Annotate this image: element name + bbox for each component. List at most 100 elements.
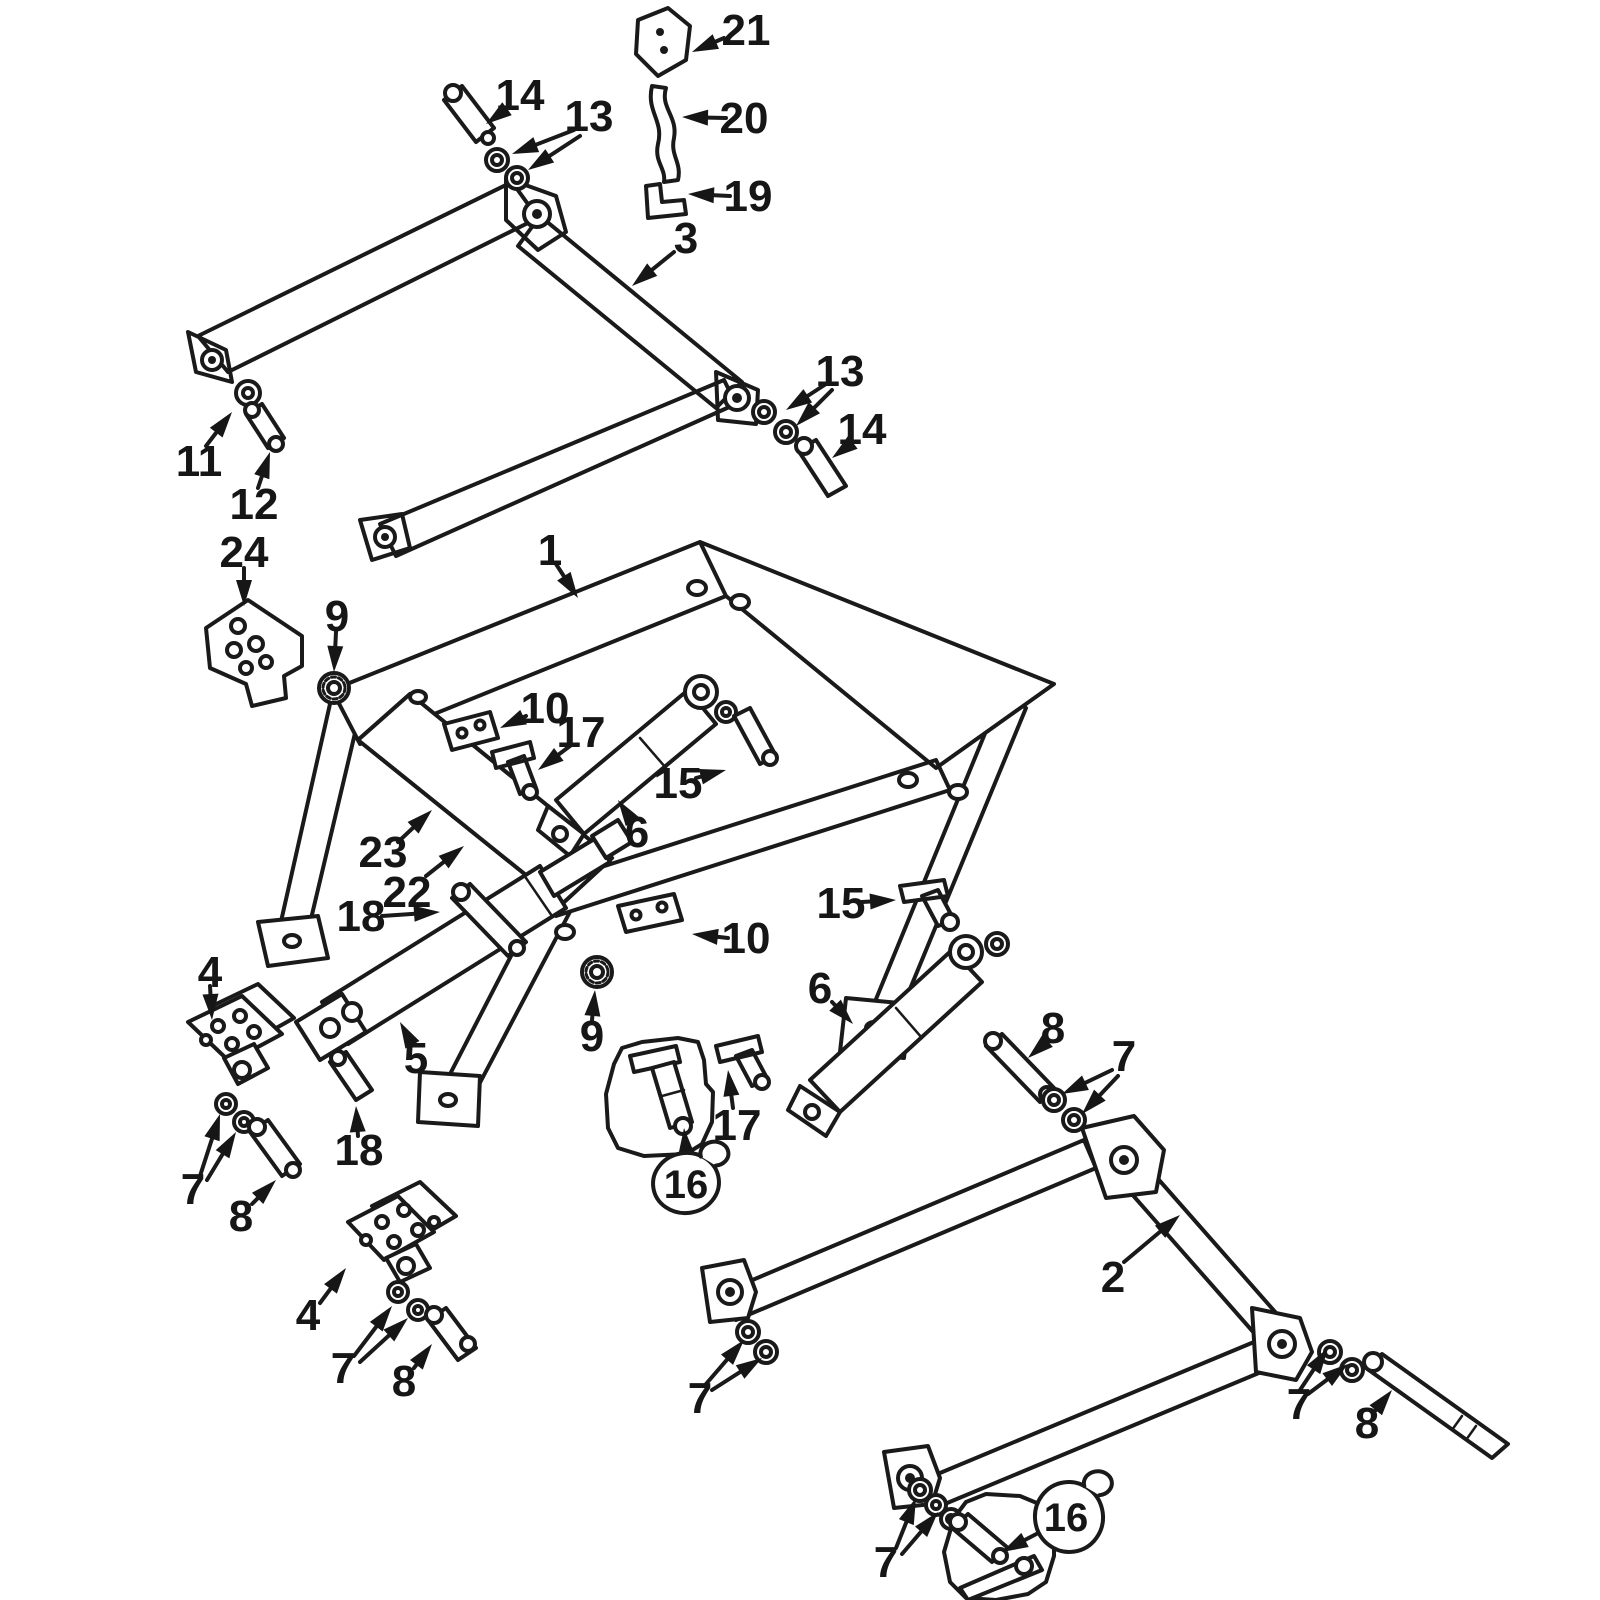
plate-outline <box>634 6 692 78</box>
bushing-bore <box>779 425 793 439</box>
callout-7: 7 <box>181 1114 236 1214</box>
arrowhead <box>682 109 709 126</box>
bracket-part-24 <box>204 598 304 708</box>
bushing-bore <box>220 1098 232 1110</box>
part-number-label: 8 <box>392 1357 416 1406</box>
bushings-part-7-top-right <box>1041 1087 1087 1133</box>
callout-19: 19 <box>688 172 772 221</box>
bracket-hole <box>258 654 274 670</box>
part-number-label: 10 <box>521 684 570 733</box>
bracket-hole <box>374 1214 390 1230</box>
yoke-beams <box>722 1138 1286 1508</box>
bushing-bore <box>241 386 255 400</box>
washer-knurl <box>321 675 347 701</box>
part-number-label: 9 <box>580 1012 604 1061</box>
part-number-label: 3 <box>674 214 698 263</box>
part-number-label: 6 <box>808 964 832 1013</box>
bushing-bore <box>741 1325 755 1339</box>
arrowhead <box>898 1498 916 1526</box>
arrowhead <box>349 1106 366 1133</box>
pin-head <box>243 401 261 419</box>
callout-17: 17 <box>538 708 605 770</box>
arrowhead <box>251 1180 276 1205</box>
callout-7: 7 <box>331 1306 408 1393</box>
highlighted-pin-part-16-center <box>628 1044 694 1136</box>
callout-1: 1 <box>538 526 578 598</box>
callout-8: 8 <box>1028 1004 1065 1058</box>
callout-8: 8 <box>1355 1390 1392 1448</box>
pin-tip-ring <box>673 1116 693 1136</box>
arrowhead <box>500 709 527 728</box>
pin-tip-ring <box>284 1161 302 1179</box>
pin-tip-ring <box>508 939 526 957</box>
part-number-label: 4 <box>198 948 223 997</box>
link-barrel <box>554 688 718 836</box>
pin-head <box>424 1305 444 1325</box>
rail-hole <box>729 593 751 611</box>
bushing-bore <box>757 405 771 419</box>
bushings-part-13-right <box>751 399 799 445</box>
hub-center <box>381 533 389 541</box>
plate-part-10-upper <box>442 710 500 752</box>
callout-9: 9 <box>325 592 349 672</box>
part-number-label: 13 <box>816 347 865 396</box>
link-part-6-upper <box>536 674 719 858</box>
part-number-label: 6 <box>625 808 649 857</box>
bracket-hole <box>238 660 254 676</box>
bracket-part-4-lower <box>346 1180 458 1284</box>
washer-part-9-lower <box>580 955 614 989</box>
arrowhead <box>1082 1089 1106 1114</box>
pin-tip-ring <box>267 435 285 453</box>
hub-center <box>1119 1155 1129 1165</box>
bushing-bore <box>1067 1113 1081 1127</box>
bushing-bore <box>759 1345 773 1359</box>
pin-tip-ring <box>940 912 960 932</box>
part-number-label: 11 <box>176 437 223 486</box>
part-number-label: 7 <box>1287 1380 1311 1429</box>
arrowhead <box>486 102 512 124</box>
callout-16: 16 <box>1002 1469 1114 1554</box>
callout-15: 15 <box>817 879 896 928</box>
callout-2: 2 <box>1101 1215 1180 1302</box>
bushing-bore <box>930 1499 942 1511</box>
bushing-bore <box>238 1116 250 1128</box>
arrowhead <box>413 905 440 922</box>
pin-part-8-bottom-right <box>1362 1351 1510 1460</box>
arrowhead <box>915 1512 938 1537</box>
arrowhead <box>1306 1348 1328 1375</box>
callout-4: 4 <box>296 1268 346 1340</box>
arrowhead <box>723 1070 740 1097</box>
bracket-hole <box>232 1008 248 1024</box>
pin-part-14-top-left <box>442 83 496 146</box>
hub-center <box>732 393 742 403</box>
arrowhead <box>1322 1364 1348 1386</box>
callout-13: 13 <box>512 92 613 170</box>
arrowhead <box>512 137 540 154</box>
link-eye-bore <box>692 683 710 701</box>
pin-head <box>443 83 463 103</box>
hub-center <box>208 356 216 364</box>
bracket-hole <box>225 641 243 659</box>
rail-hole <box>408 689 428 705</box>
bracket-hole <box>396 1202 412 1218</box>
part-number-label: 8 <box>1041 1004 1065 1053</box>
t-pin-head-bar <box>628 1044 682 1074</box>
arrowhead <box>1002 1532 1029 1552</box>
arrowhead <box>1154 1215 1180 1238</box>
bracket-hole <box>224 1036 240 1052</box>
arrowhead <box>678 1128 695 1155</box>
pin-tip-ring <box>521 783 539 801</box>
callout-5: 5 <box>400 1022 428 1083</box>
arrowhead <box>410 1344 432 1370</box>
pin-part-8-upper-left <box>247 1117 302 1179</box>
bracket-hole <box>410 1222 426 1238</box>
pin-knurl <box>1450 1414 1478 1442</box>
bracket-hole <box>210 1018 226 1034</box>
part-number-label: 9 <box>325 592 349 641</box>
plate-part-21 <box>634 6 692 78</box>
pin-part-8-lower-left <box>424 1305 478 1362</box>
arrowhead <box>215 1132 236 1159</box>
bracket-hole <box>427 1215 441 1229</box>
arrowhead <box>832 436 858 458</box>
